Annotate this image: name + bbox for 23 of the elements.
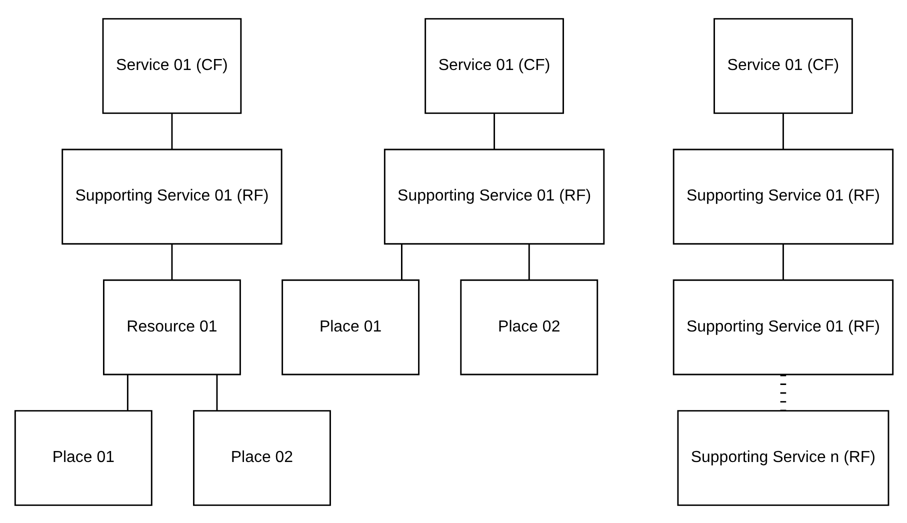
- node-box: Place 02: [192, 410, 330, 506]
- connector: [126, 374, 128, 410]
- connector: [170, 244, 172, 280]
- connector: [493, 113, 495, 149]
- node-box: Supporting Service 01 (RF): [61, 148, 282, 244]
- node-box: Supporting Service n (RF): [676, 410, 889, 506]
- connector: [528, 244, 530, 280]
- node-box: Place 01: [281, 278, 420, 375]
- connector: [782, 244, 784, 280]
- node-box: Service 01 (CF): [102, 18, 242, 114]
- node-box: Service 01 (CF): [424, 18, 564, 114]
- connector: [216, 374, 218, 410]
- connector: [400, 244, 402, 280]
- connector: [782, 113, 784, 149]
- node-box: Place 01: [14, 410, 152, 506]
- node-box: Supporting Service 01 (RF): [672, 148, 894, 244]
- connector: [780, 374, 786, 410]
- node-box: Supporting Service 01 (RF): [672, 278, 894, 375]
- node-box: Place 02: [460, 278, 598, 375]
- node-box: Service 01 (CF): [713, 18, 852, 114]
- connector: [170, 113, 172, 149]
- node-box: Resource 01: [102, 278, 240, 375]
- node-box: Supporting Service 01 (RF): [383, 148, 604, 244]
